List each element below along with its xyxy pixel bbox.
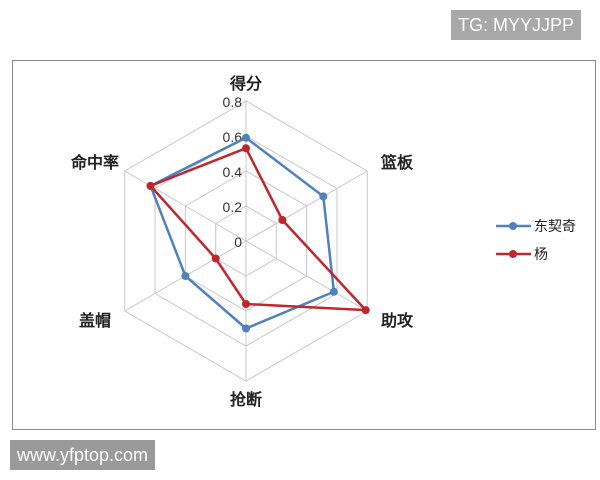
watermark-bottom: www.yfptop.com bbox=[10, 440, 156, 470]
grid-spoke bbox=[245, 240, 368, 312]
data-point bbox=[146, 181, 155, 190]
data-point bbox=[361, 306, 370, 315]
data-point bbox=[211, 254, 220, 263]
axis-label: 得分 bbox=[229, 74, 262, 93]
legend-label: 杨 bbox=[534, 247, 548, 263]
tick-label: 0.8 bbox=[223, 94, 243, 110]
data-point bbox=[329, 287, 338, 296]
data-point bbox=[242, 324, 250, 333]
legend-label: 东契奇 bbox=[534, 218, 576, 235]
tick-label: 0.2 bbox=[223, 199, 243, 215]
watermark-top: TG: MYYJJPP bbox=[451, 10, 582, 40]
axis-label: 助攻 bbox=[381, 311, 414, 330]
tick-label: 0 bbox=[234, 234, 242, 250]
grid-spoke bbox=[245, 170, 368, 242]
data-point bbox=[319, 192, 328, 201]
chart-frame: 得分篮板助攻抢断 盖帽 命中率 0 0.2 0.4 0.6 0.8 东契奇杨 bbox=[12, 60, 596, 430]
legend-marker bbox=[509, 222, 517, 230]
axis-label: 盖帽 bbox=[79, 311, 111, 330]
tick-label: 0.6 bbox=[223, 129, 243, 145]
grid-spoke bbox=[124, 170, 247, 242]
data-point bbox=[278, 216, 287, 224]
data-point bbox=[242, 300, 250, 308]
axis-label: 篮板 bbox=[380, 153, 414, 172]
data-point bbox=[242, 144, 250, 153]
axis-label: 命中率 bbox=[70, 153, 119, 172]
tick-label: 0.4 bbox=[223, 164, 243, 180]
data-point bbox=[242, 133, 250, 142]
axis-label: 抢断 bbox=[230, 390, 262, 409]
legend-marker bbox=[509, 250, 517, 258]
data-point bbox=[181, 272, 190, 280]
